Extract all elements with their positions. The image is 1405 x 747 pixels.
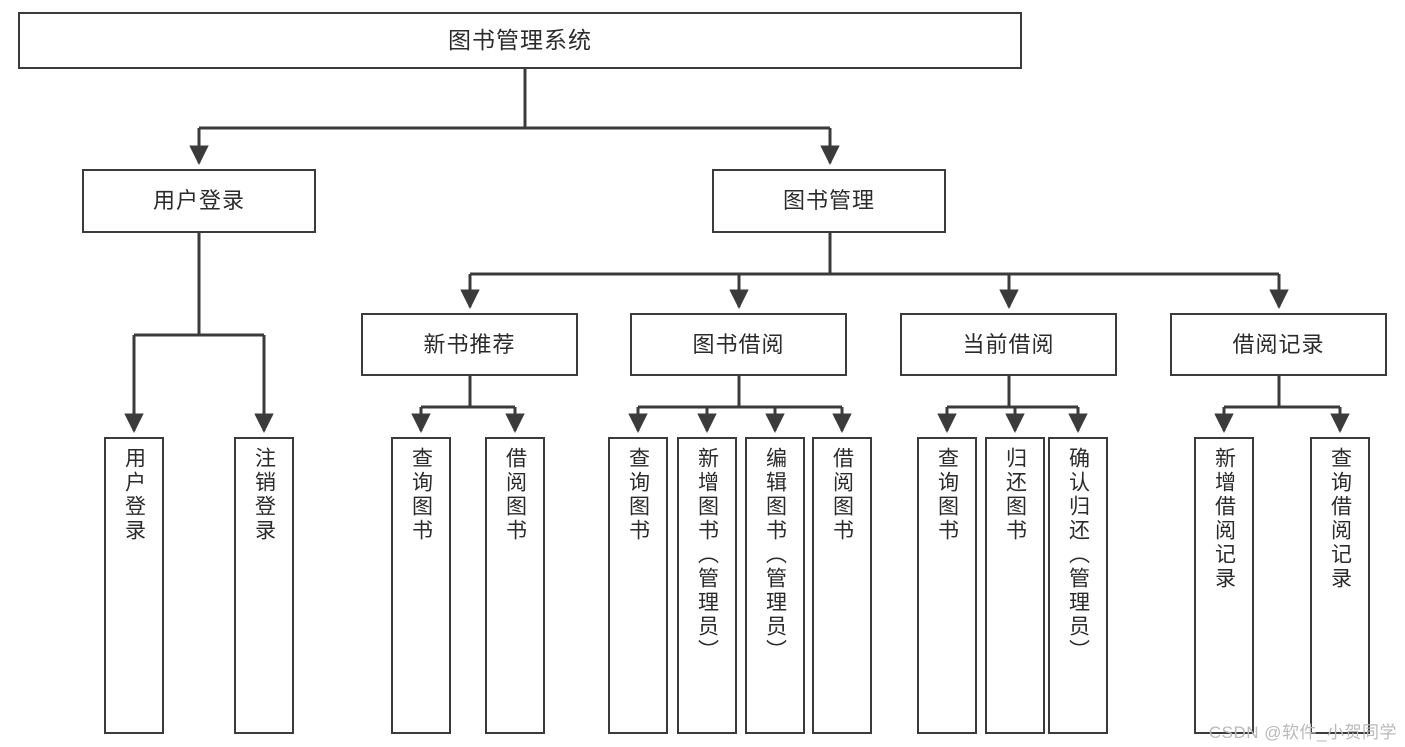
- node-leaf-user-login[interactable]: 用户登录: [104, 437, 164, 734]
- node-borrow-record[interactable]: 借阅记录: [1170, 313, 1387, 376]
- node-current-borrow[interactable]: 当前借阅: [900, 313, 1117, 376]
- node-label: 借阅图书: [830, 447, 854, 543]
- node-label: 借阅记录: [1232, 331, 1325, 357]
- node-label: 图书管理系统: [448, 27, 592, 54]
- node-leaf-confirm-return[interactable]: 确认归还（管理员）: [1048, 437, 1108, 734]
- node-label: 新书推荐: [423, 331, 516, 357]
- node-new-book-recommend[interactable]: 新书推荐: [361, 313, 578, 376]
- node-book-management[interactable]: 图书管理: [712, 169, 946, 233]
- node-label: 新增借阅记录: [1212, 447, 1236, 591]
- node-label: 编辑图书（管理员）: [763, 447, 787, 663]
- node-leaf-query-book-1[interactable]: 查询图书: [391, 437, 451, 734]
- node-label: 查询图书: [935, 447, 959, 543]
- node-label: 图书借阅: [692, 331, 785, 357]
- node-leaf-edit-book[interactable]: 编辑图书（管理员）: [745, 437, 805, 734]
- node-leaf-add-record[interactable]: 新增借阅记录: [1194, 437, 1254, 734]
- node-leaf-query-book-2[interactable]: 查询图书: [608, 437, 668, 734]
- node-label: 图书管理: [782, 188, 875, 214]
- node-leaf-borrow-book-2[interactable]: 借阅图书: [812, 437, 872, 734]
- node-label: 查询图书: [409, 447, 433, 543]
- node-label: 新增图书（管理员）: [695, 447, 719, 663]
- node-label: 归还图书: [1003, 447, 1027, 543]
- node-label: 用户登录: [152, 188, 245, 214]
- node-leaf-borrow-book-1[interactable]: 借阅图书: [485, 437, 545, 734]
- node-label: 注销登录: [252, 447, 276, 543]
- node-label: 确认归还（管理员）: [1066, 447, 1090, 663]
- node-label: 查询借阅记录: [1328, 447, 1352, 591]
- node-label: 查询图书: [626, 447, 650, 543]
- node-label: 用户登录: [122, 447, 146, 543]
- node-user-login[interactable]: 用户登录: [82, 169, 316, 233]
- node-leaf-logout-login[interactable]: 注销登录: [234, 437, 294, 734]
- watermark-text: CSDN @软件_小贺同学: [1208, 723, 1397, 742]
- node-leaf-query-book-3[interactable]: 查询图书: [917, 437, 977, 734]
- node-label: 当前借阅: [962, 331, 1055, 357]
- node-leaf-query-record[interactable]: 查询借阅记录: [1310, 437, 1370, 734]
- node-book-borrow[interactable]: 图书借阅: [630, 313, 847, 376]
- node-leaf-return-book[interactable]: 归还图书: [985, 437, 1045, 734]
- node-root-system[interactable]: 图书管理系统: [18, 12, 1022, 69]
- node-leaf-add-book[interactable]: 新增图书（管理员）: [677, 437, 737, 734]
- node-label: 借阅图书: [503, 447, 527, 543]
